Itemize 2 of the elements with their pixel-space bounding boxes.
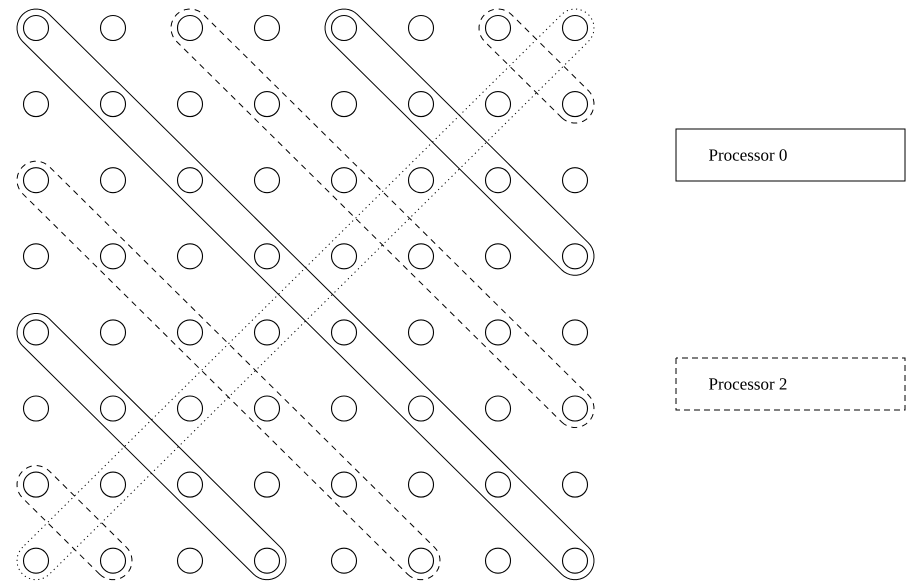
legend-entry: Processor 2 (676, 358, 906, 410)
legend-entry: Processor 0 (676, 128, 906, 182)
